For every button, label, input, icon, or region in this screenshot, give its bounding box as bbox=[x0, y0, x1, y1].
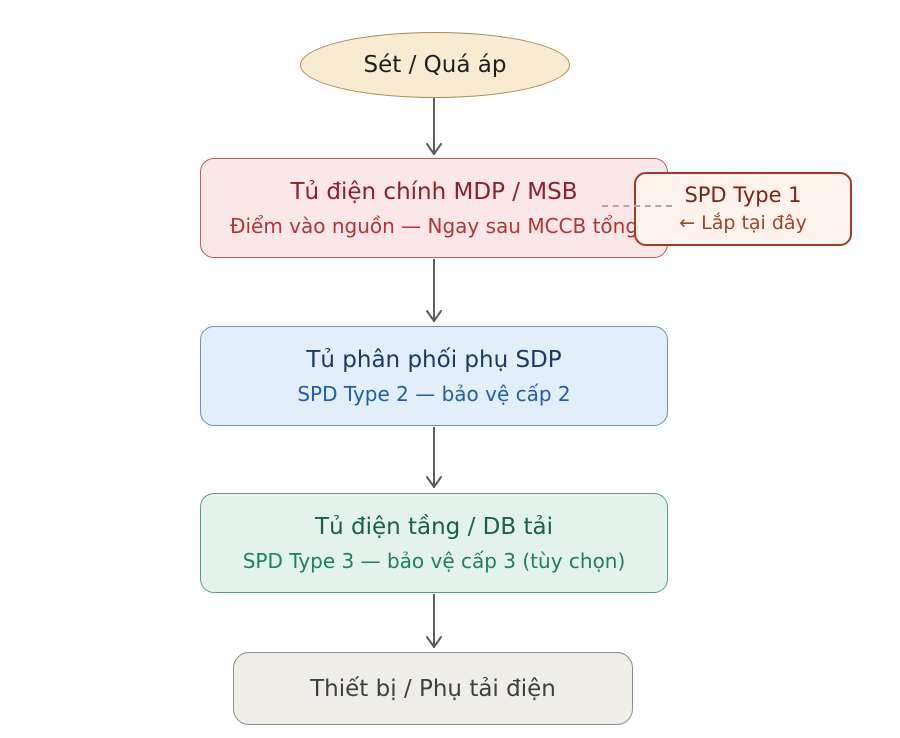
node-equipment-load-label: Thiết bị / Phụ tải điện bbox=[310, 675, 556, 702]
node-sub-distribution-subtitle: SPD Type 2 — bảo vệ cấp 2 bbox=[297, 381, 571, 406]
node-spd-type1-subtitle: ← Lắp tại đây bbox=[679, 212, 807, 234]
node-equipment-load: Thiết bị / Phụ tải điện bbox=[233, 652, 633, 725]
node-lightning-source-label: Sét / Quá áp bbox=[363, 52, 507, 78]
node-spd-type1-title: SPD Type 1 bbox=[684, 183, 802, 207]
node-main-panel-mdp: Tủ điện chính MDP / MSB Điểm vào nguồn —… bbox=[200, 158, 668, 258]
node-spd-type1-callout: SPD Type 1 ← Lắp tại đây bbox=[634, 172, 852, 246]
arrow-down-sdp-to-db-icon bbox=[422, 427, 446, 489]
node-main-panel-subtitle: Điểm vào nguồn — Ngay sau MCCB tổng bbox=[229, 213, 639, 238]
node-floor-panel-db: Tủ điện tầng / DB tải SPD Type 3 — bảo v… bbox=[200, 493, 668, 593]
arrow-down-source-to-mdp-icon bbox=[422, 98, 446, 156]
node-floor-panel-title: Tủ điện tầng / DB tải bbox=[315, 513, 553, 540]
node-sub-distribution-sdp: Tủ phân phối phụ SDP SPD Type 2 — bảo vệ… bbox=[200, 326, 668, 426]
arrow-down-db-to-load-icon bbox=[422, 594, 446, 649]
node-lightning-source: Sét / Quá áp bbox=[300, 32, 570, 98]
node-floor-panel-subtitle: SPD Type 3 — bảo vệ cấp 3 (tùy chọn) bbox=[242, 548, 626, 573]
arrow-down-mdp-to-sdp-icon bbox=[422, 259, 446, 323]
node-sub-distribution-title: Tủ phân phối phụ SDP bbox=[306, 346, 562, 373]
node-main-panel-title: Tủ điện chính MDP / MSB bbox=[290, 178, 578, 205]
dashed-connector-mdp-to-spd1 bbox=[602, 205, 672, 207]
